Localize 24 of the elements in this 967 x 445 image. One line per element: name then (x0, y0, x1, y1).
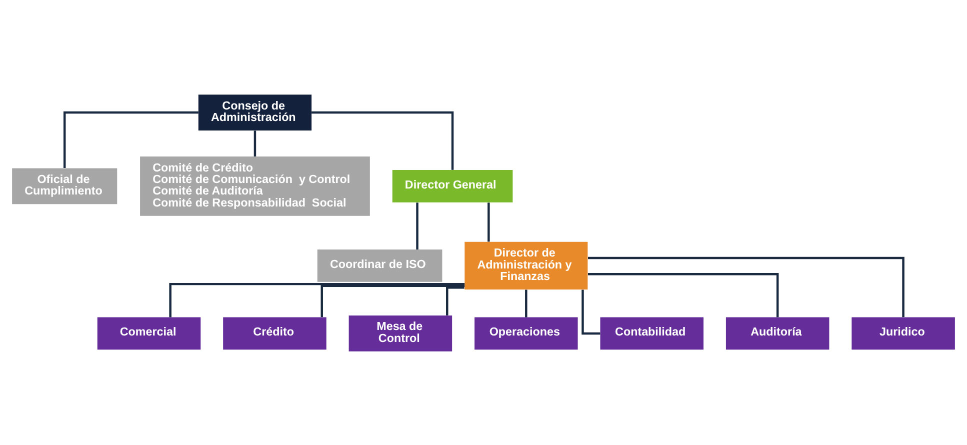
connector (488, 202, 490, 242)
node-box: Director de Administración y Finanzas (464, 241, 588, 289)
connector (416, 202, 418, 249)
connector (254, 130, 256, 156)
node-box: Coordinar de ISO (317, 249, 442, 282)
node-box: Juridico (852, 316, 955, 350)
connector (320, 284, 465, 317)
node-box: Operaciones (474, 316, 578, 350)
connector (169, 282, 465, 317)
node-box: Crédito (223, 316, 326, 350)
connector (63, 110, 198, 168)
node-box: Contabilidad (600, 316, 704, 350)
node-box: Oficial de Cumplimiento (12, 168, 118, 204)
connector (312, 110, 454, 170)
connector (446, 286, 464, 315)
connector (525, 289, 528, 317)
node-box: Mesa de Control (348, 315, 452, 351)
node-box: Comercial (97, 316, 201, 350)
connector (588, 272, 779, 317)
connector (588, 256, 904, 317)
node-box: Comité de Crédito Comité de Comunicación y Control Comité de Auditoría Comité de Responsabilidad Social (140, 156, 370, 216)
node-box: Director General (392, 170, 513, 202)
node-box: Auditoría (726, 316, 830, 350)
node-box: Consejo de Administración (198, 94, 312, 130)
